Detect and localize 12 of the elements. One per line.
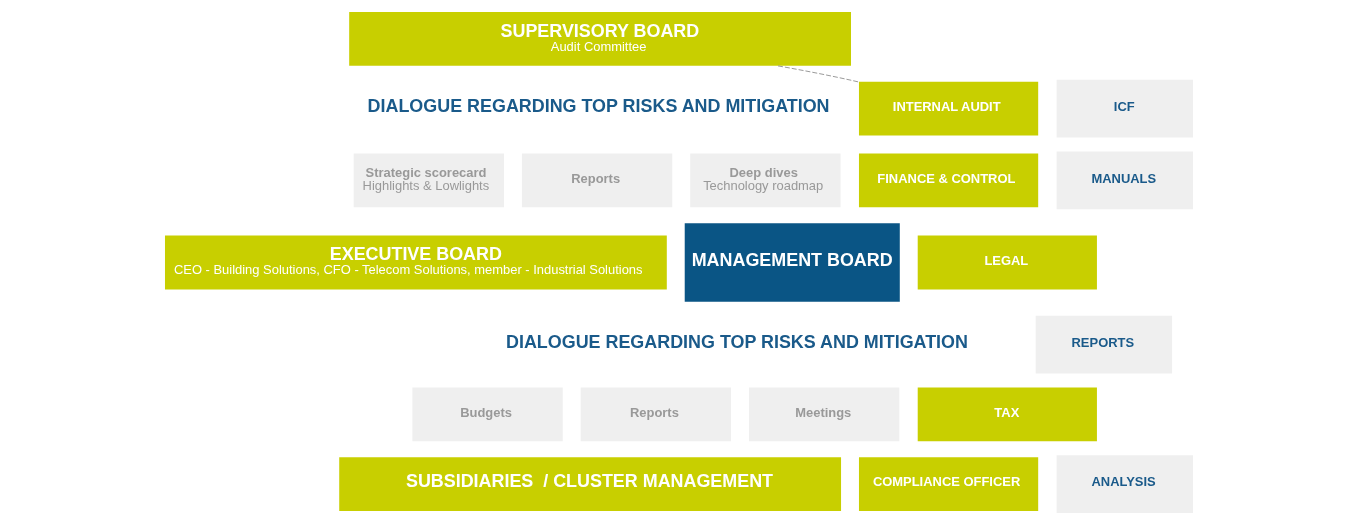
node-box: MANAGEMENT BOARD [684,223,900,302]
node-box: SUPERVISORY BOARD Audit Committee [348,12,851,66]
node-box: COMPLIANCE OFFICER [858,457,1038,511]
connector [777,65,859,83]
node-box: EXECUTIVE BOARD CEO - Building Solutions, CFO - Telecom Solutions, member - Industrial Solutions [164,235,667,290]
node-box: SUBSIDIARIES / CLUSTER MANAGEMENT [338,457,841,511]
label: DIALOGUE REGARDING TOP RISKS AND MITIGATION [505,332,968,353]
node-box: LEGAL [917,235,1097,290]
node-box: FINANCE & CONTROL [858,153,1038,208]
label: DIALOGUE REGARDING TOP RISKS AND MITIGATION [367,96,830,117]
node-box: INTERNAL AUDIT [858,81,1038,136]
node-box: TAX [917,387,1097,442]
